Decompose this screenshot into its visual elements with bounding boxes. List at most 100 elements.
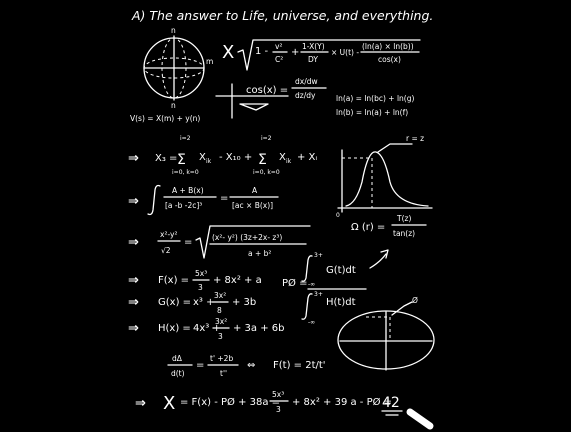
- po-int-top-upper: 3+: [314, 252, 323, 259]
- hx-den: 3: [218, 332, 223, 341]
- implies-arrow-5: ⇒: [128, 295, 139, 310]
- sqrt-sign: [237, 39, 421, 71]
- vs-eq: V(s) = X(m) + y(n): [130, 114, 200, 123]
- x-ik-1: X: [199, 152, 206, 163]
- int2-den: [ac × B(x)]: [232, 201, 273, 210]
- globe-label-n-top: n: [171, 26, 176, 35]
- implies-arrow-final: ⇒: [135, 396, 146, 411]
- int1-num: A + B(x): [172, 186, 204, 195]
- gx-den: 8: [217, 306, 222, 315]
- sqrt2-eq: =: [184, 237, 192, 248]
- implies-arrow-4: ⇒: [128, 273, 139, 288]
- cos-x: cos(x) =: [246, 85, 288, 96]
- x-ik-1-sub: ik: [206, 158, 212, 165]
- dd-eq: =: [196, 360, 204, 371]
- sum1-sigma: Σ: [177, 152, 186, 168]
- omega-lhs: Ω (r) =: [351, 222, 385, 233]
- po-integral-top: [301, 255, 313, 282]
- po-int-bottom-lower: -∞: [308, 319, 315, 326]
- times-u: × U(t) -: [331, 48, 359, 57]
- final-num: 5x³: [272, 390, 284, 399]
- globe-label-n-bottom: n: [171, 101, 176, 110]
- globe-label-m: m: [206, 57, 213, 66]
- ln-a-eq: ln(a) = ln(bc) + ln(g): [336, 94, 414, 103]
- sum2-top: i=2: [261, 135, 272, 142]
- int1-den: [a -b -2c]³: [165, 201, 202, 210]
- frac1-den: C²: [275, 55, 283, 64]
- int2-num: A: [252, 186, 258, 195]
- x-ik-2: X: [279, 152, 286, 163]
- sqrt2-den: √2: [161, 246, 171, 255]
- ellipse-phi: Ø: [412, 296, 418, 305]
- distribution-graph: [337, 143, 433, 213]
- gx-lhs: G(x) =: [158, 297, 191, 308]
- po-int-bottom-upper: 3+: [314, 291, 323, 298]
- implies-arrow-3: ⇒: [128, 235, 139, 250]
- sum2-bottom: i=0, k=0: [253, 169, 280, 176]
- gx-rest: + 3b: [232, 297, 256, 308]
- dd-rden: t'': [220, 369, 227, 378]
- curve-arrow-head: [380, 249, 389, 259]
- sum1-top: i=2: [180, 135, 191, 142]
- frac2-den: DY: [308, 55, 318, 64]
- sqrt3-sign: [195, 225, 311, 259]
- po-int-top-lower: -∞: [308, 281, 315, 288]
- po-lhs: PØ =: [282, 277, 307, 289]
- hx-rest: + 3a + 6b: [233, 323, 285, 334]
- curve-arrow: [369, 253, 387, 269]
- hx-num: 3x²: [215, 317, 227, 326]
- hx-lhs: H(x) =: [158, 323, 191, 334]
- iff-arrow: ⇔: [247, 360, 255, 371]
- sqrt3-num: (x²- y²) (3z+2x- z³): [212, 233, 282, 242]
- globe-icon: [143, 35, 205, 101]
- ellipse-diagram: [337, 301, 435, 371]
- gx-num: 3x²: [214, 291, 226, 300]
- final-rest: + 8x² + 39 a - PØ =: [292, 396, 392, 408]
- fx-num: 5x³: [195, 269, 207, 278]
- frac1-num: v²: [275, 42, 282, 51]
- final-mid: = F(x) - PØ + 38a =: [180, 396, 280, 408]
- plus-xi: + Xᵢ: [297, 152, 317, 163]
- dxdw-den: dz/dy: [295, 91, 316, 100]
- int1-eq: =: [220, 193, 228, 204]
- frac2-num: 1-X(Y): [302, 42, 325, 51]
- x-ik-2-sub: ik: [286, 158, 292, 165]
- axes-sketch: [215, 83, 289, 119]
- final-den: 3: [276, 405, 281, 414]
- sqrt-one-minus: 1 -: [255, 46, 269, 57]
- page-title: A) The answer to Life, universe, and eve…: [131, 8, 433, 23]
- integral-sign: [147, 184, 161, 216]
- fx-den: 3: [198, 283, 203, 292]
- x3-lhs: X₃ =: [155, 153, 177, 164]
- dd-rnum: t' +2b: [210, 354, 233, 363]
- final-x: X: [163, 393, 175, 414]
- dd-num: dΔ: [172, 354, 183, 363]
- gx-a: x³ +: [193, 297, 214, 308]
- fx-lhs: F(x) =: [158, 275, 189, 286]
- hx-a: 4x³ +: [193, 323, 221, 334]
- sqrt3-den: a + b²: [248, 249, 271, 258]
- po-integral-bottom: [301, 293, 313, 320]
- omega-num: T(z): [396, 214, 411, 223]
- sum1-bottom: i=0, k=0: [172, 169, 199, 176]
- frac3-num: (ln(a) × ln(b)): [362, 42, 414, 51]
- implies-arrow-2: ⇒: [128, 194, 139, 209]
- big-x: X: [222, 42, 234, 63]
- dxdw-num: dx/dw: [295, 77, 318, 86]
- minus-x10: - X₁₀ +: [219, 152, 252, 163]
- fx-rest: + 8x² + a: [213, 275, 262, 286]
- implies-arrow-6: ⇒: [128, 321, 139, 336]
- ln-b-eq: ln(b) = ln(a) + ln(f): [336, 108, 408, 117]
- implies-arrow-1: ⇒: [128, 151, 139, 166]
- po-num: G(t)dt: [326, 265, 356, 276]
- dd-den: d(t): [171, 369, 185, 378]
- answer: 42: [382, 395, 400, 411]
- sqrt2-num: x²-y²: [160, 230, 177, 239]
- plus1: +: [291, 47, 299, 58]
- po-den: H(t)dt: [326, 297, 356, 308]
- chalk-stick-icon: [406, 408, 434, 430]
- ft-eq: F(t) = 2t/t': [273, 360, 326, 371]
- frac3-den: cos(x): [378, 55, 401, 64]
